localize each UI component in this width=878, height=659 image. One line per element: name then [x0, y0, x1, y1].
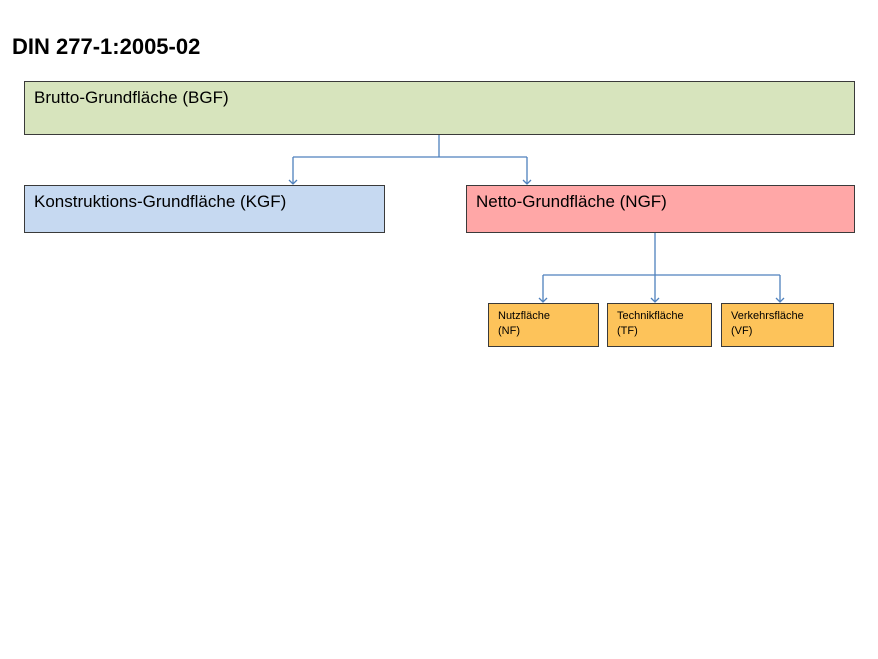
node-vf: Verkehrsfläche (VF) [721, 303, 834, 347]
node-bgf-label: Brutto-Grundfläche (BGF) [34, 88, 229, 107]
node-nf-abbr: (NF) [498, 325, 520, 337]
node-nf-name: Nutzfläche [498, 310, 550, 322]
node-vf-abbr: (VF) [731, 325, 753, 337]
node-tf-abbr: (TF) [617, 325, 638, 337]
diagram-title: DIN 277-1:2005-02 [12, 34, 201, 59]
node-ngf: Netto-Grundfläche (NGF) [466, 185, 855, 233]
node-bgf: Brutto-Grundfläche (BGF) [24, 81, 855, 135]
node-kgf: Konstruktions-Grundfläche (KGF) [24, 185, 385, 233]
node-nf: Nutzfläche (NF) [488, 303, 599, 347]
node-tf: Technikfläche (TF) [607, 303, 712, 347]
node-kgf-label: Konstruktions-Grundfläche (KGF) [34, 192, 287, 211]
node-vf-name: Verkehrsfläche [731, 310, 804, 322]
node-ngf-label: Netto-Grundfläche (NGF) [476, 192, 667, 211]
node-tf-name: Technikfläche [617, 310, 684, 322]
